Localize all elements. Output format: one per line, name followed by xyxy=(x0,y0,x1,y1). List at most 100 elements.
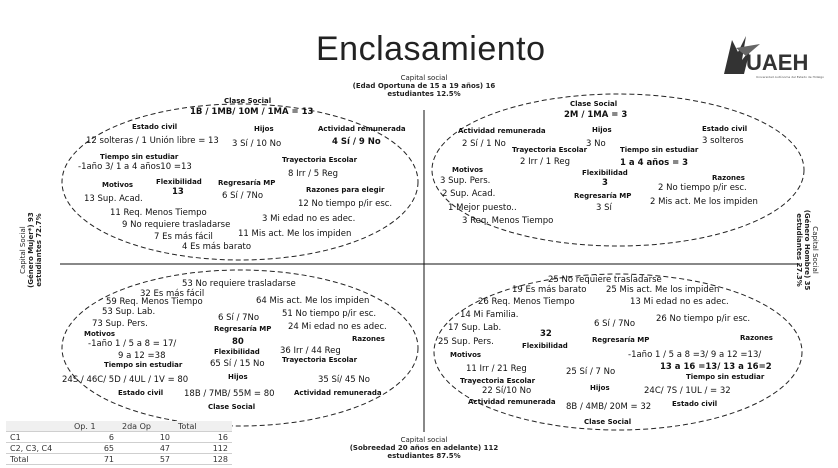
caption-left-line2: (Género Mujer*) 93 xyxy=(26,212,35,288)
q4-motivo-5: 25 Sup. Pers. xyxy=(438,337,494,347)
caption-top: Capital social (Edad Oportuna de 15 a 19… xyxy=(330,74,518,98)
q1-flexibilidad-heading: Flexibilidad xyxy=(156,178,202,186)
q1-hijos-heading: Hijos xyxy=(254,125,274,133)
q3-razon-3: 24 Mi edad no es adec. xyxy=(288,322,387,332)
caption-right: Capital Social (Género Hombre) 35 estudi… xyxy=(795,205,819,295)
q3-hijos2-heading: Hijos xyxy=(228,373,248,381)
caption-bottom: Capital social (Sobreedad 20 años en ade… xyxy=(328,436,520,460)
q3-regresaria-heading: Regresaría MP xyxy=(214,325,272,333)
q2-act-rem-heading: Actividad remunerada xyxy=(458,127,546,135)
table-header-cell: Op. 1 xyxy=(70,421,118,432)
caption-top-line3: estudiantes 12.5% xyxy=(387,90,461,99)
q2-trayectoria-heading: Trayectoria Escolar xyxy=(512,146,588,154)
q3-clase-social: 18B / 7MB/ 55M = 80 xyxy=(184,389,275,399)
caption-right-line1: Capital Social xyxy=(811,226,820,274)
q2-motivos-heading: Motivos xyxy=(452,166,484,174)
ellipse-q3 xyxy=(61,269,419,427)
q1-motivo-4: 4 Es más barato xyxy=(182,242,252,252)
q3-estado-civil-heading: Estado civil xyxy=(118,389,164,397)
q1-flexibilidad: 13 xyxy=(172,187,184,197)
q1-tiempo-heading: Tiempo sin estudiar xyxy=(100,153,179,161)
q1-regresaria: 6 Sí / 7No xyxy=(222,191,264,201)
q1-trayectoria: 8 Irr / 5 Reg xyxy=(288,169,338,179)
q4-motivos-heading: Motivos xyxy=(450,351,482,359)
q4-motivo-1: 19 Es más barato xyxy=(512,285,587,295)
table-cell: 112 xyxy=(174,442,232,454)
caption-bottom-line2: (Sobreedad 20 años en adelante) 112 xyxy=(349,444,499,453)
table-cell: Total xyxy=(6,453,70,465)
q1-clase-social-heading: Clase Social xyxy=(224,97,272,105)
q4-flexibilidad-heading: Flexibilidad xyxy=(522,342,568,350)
q1-motivo-1: 11 Req. Menos Tiempo xyxy=(110,208,207,218)
q3-motivo-2: 59 Req. Menos Tiempo xyxy=(106,297,203,307)
q3-tiempo: -1año 1 / 5 a 8 = 17/ xyxy=(88,339,177,349)
caption-right-line2: (Género Hombre) 35 xyxy=(803,209,812,291)
q2-clase-social-heading: Clase Social xyxy=(570,100,618,108)
table-cell: 128 xyxy=(174,453,232,465)
q3-razones-heading: Razones xyxy=(352,335,385,343)
q4-motivo-4: 17 Sup. Lab. xyxy=(448,323,502,333)
q4-act-rem-heading: Actividad remunerada xyxy=(468,398,556,406)
table-cell: C1 xyxy=(6,431,70,443)
q3-razon-1: 64 Mis act. Me los impiden xyxy=(256,296,370,306)
q3-flexibilidad-heading: Flexibilidad xyxy=(214,348,260,356)
q2-razones-heading: Razones xyxy=(712,174,745,182)
q4-regresaria: 25 Sí / 7 No xyxy=(566,367,616,377)
ellipse-q2 xyxy=(431,93,805,247)
caption-bottom-line1: Capital social xyxy=(400,436,448,444)
q3-tiempo-2: 9 a 12 =38 xyxy=(118,351,166,361)
q2-trayectoria: 2 Irr / 1 Reg xyxy=(520,157,570,167)
q4-razon-3: 13 Mi edad no es adec. xyxy=(630,297,729,307)
table-cell: 6 xyxy=(70,431,118,443)
q2-estado-civil: 3 solteros xyxy=(702,136,744,146)
q2-act-rem: 2 Sí / 1 No xyxy=(462,139,506,149)
q1-clase-social: 1B / 1MB/ 10M / 1MA = 13 xyxy=(190,107,314,117)
q4-act-rem: 22 Sí/10 No xyxy=(482,386,532,396)
caption-right-line3: estudiantes 27.3% xyxy=(794,213,803,287)
q3-regresaria: 80 xyxy=(232,337,244,347)
q1-estado-civil-heading: Estado civil xyxy=(132,123,178,131)
caption-left: Capital Social (Género Mujer*) 93 estudi… xyxy=(19,205,43,295)
q2-tiempo: 1 a 4 años = 3 xyxy=(620,158,689,168)
q4-razones-heading: Razones xyxy=(740,334,773,342)
caption-left-line1: Capital Social xyxy=(18,226,27,274)
q3-flexibilidad: 65 Sí / 15 No xyxy=(210,359,265,369)
table-header-cell xyxy=(6,421,70,432)
q4-tiempo: -1año 1 / 5 a 8 =3/ 9 a 12 =13/ xyxy=(628,350,762,360)
q4-estado-civil: 24C/ 7S / 1UL / = 32 xyxy=(644,386,731,396)
table-cell: 47 xyxy=(118,442,174,454)
q3-trayectoria: 36 Irr / 44 Reg xyxy=(280,346,341,356)
table-header-cell: 2da Op xyxy=(118,421,174,432)
q4-hijos: 6 Sí / 7No xyxy=(594,319,636,329)
q3-motivo-3: 53 Sup. Lab. xyxy=(102,307,156,317)
q3-motivos-heading: Motivos xyxy=(84,330,116,338)
q3-trayectoria-heading: Trayectoria Escolar xyxy=(282,356,358,364)
q2-motivo-3: 1 Mejor puesto.. xyxy=(448,203,517,213)
caption-bottom-line3: estudiantes 87.5% xyxy=(387,452,461,461)
q2-regresaria-heading: Regresaría MP xyxy=(574,192,632,200)
q2-estado-civil-heading: Estado civil xyxy=(702,125,748,133)
q3-top: 53 No requiere trasladarse xyxy=(182,279,296,289)
q2-flexibilidad-heading: Flexibilidad xyxy=(582,169,628,177)
q1-tiempo: -1año 3/ 1 a 4 años10 =13 xyxy=(78,162,192,172)
q4-tiempo-heading: Tiempo sin estudiar xyxy=(686,373,765,381)
q4-clase-social: 8B / 4MB/ 20M = 32 xyxy=(566,402,652,412)
q3-act-rem-heading: Actividad remunerada xyxy=(294,389,382,397)
logo-text: UAEH xyxy=(746,50,809,75)
q4-motivo-3: 14 Mi Familia. xyxy=(460,310,519,320)
table-cell: 65 xyxy=(70,442,118,454)
q2-motivo-2: 2 Sup. Acad. xyxy=(442,189,496,199)
q2-clase-social: 2M / 1MA = 3 xyxy=(564,110,628,120)
table-cell: 10 xyxy=(118,431,174,443)
q4-razon-2: 26 No tiempo p/ir esc. xyxy=(656,314,751,324)
q1-razones-heading: Razones para elegir xyxy=(306,186,385,194)
q1-hijos: 3 Sí / 10 No xyxy=(232,139,282,149)
q1-razon-2: 3 Mi edad no es adec. xyxy=(262,214,356,224)
q1-razones: 12 No tiempo p/ir esc. xyxy=(298,199,393,209)
q1-motivo-2: 9 No requiere trasladarse xyxy=(122,220,231,230)
q2-razon-2: 2 Mis act. Me los impiden xyxy=(650,197,758,207)
table-header-cell: Total xyxy=(174,421,232,432)
table-row: Total 71 57 128 xyxy=(6,453,232,465)
q3-clase-social-heading: Clase Social xyxy=(208,403,256,411)
q4-top: 25 No requiere trasladarse xyxy=(548,275,662,285)
